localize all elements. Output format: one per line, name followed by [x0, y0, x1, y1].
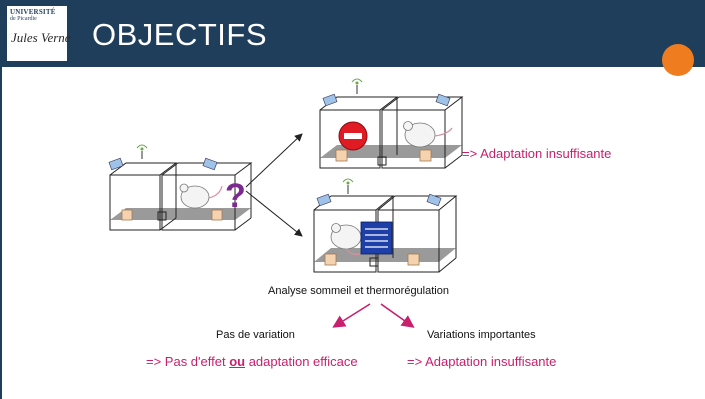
food-block — [407, 253, 420, 266]
university-logo: UNIVERSITÉ de Picardie Jules Verne — [7, 6, 71, 61]
antenna-icon — [351, 78, 363, 94]
cage-top-apparatus — [319, 78, 464, 169]
arrow-to-bottom — [245, 190, 303, 237]
food-block — [211, 209, 223, 221]
food-block — [419, 149, 432, 162]
food-block — [335, 149, 348, 162]
outcome-left-pre: => Pas d'effet — [146, 354, 230, 369]
outcome-left-em: ou — [229, 354, 246, 369]
left-rule — [0, 67, 2, 399]
arrow-pink-right — [380, 303, 415, 328]
tunnel-icon — [157, 211, 167, 221]
branch-right-label: Variations importantes — [427, 329, 536, 341]
antenna-icon — [136, 144, 148, 159]
arrow-to-top — [245, 133, 303, 188]
arrow-pink-left — [332, 303, 371, 328]
logo-line1: UNIVERSITÉ — [10, 8, 56, 16]
tunnel-icon — [377, 156, 387, 166]
outcome-left-post: adaptation efficace — [245, 354, 358, 369]
camera-icon — [322, 93, 451, 107]
question-mark: ? — [225, 177, 246, 215]
food-block — [121, 209, 133, 221]
cage-bottom-apparatus — [313, 178, 458, 273]
accent-dot — [662, 44, 694, 76]
outcome-left: => Pas d'effet ou adaptation efficace — [146, 354, 358, 369]
food-block — [324, 253, 337, 266]
analysis-label: Analyse sommeil et thermorégulation — [268, 285, 449, 297]
logo-line2: de Picardie — [10, 16, 37, 22]
header-bar: UNIVERSITÉ de Picardie Jules Verne OBJEC… — [0, 0, 705, 67]
camera-icon — [316, 193, 442, 207]
tunnel-icon — [369, 257, 379, 267]
result-top: => Adaptation insuffisante — [462, 146, 612, 161]
outcome-right: => Adaptation insuffisante — [407, 354, 557, 369]
antenna-icon — [342, 178, 354, 194]
thermal-panel-icon — [360, 221, 393, 255]
slide-title: OBJECTIFS — [92, 17, 268, 52]
rat-icon — [403, 121, 453, 148]
no-entry-icon — [338, 121, 368, 151]
logo-script: Jules Verne — [11, 30, 71, 45]
camera-icon — [108, 157, 218, 171]
branch-left-label: Pas de variation — [216, 329, 295, 341]
rat-icon — [179, 183, 223, 209]
cage-left-apparatus — [108, 144, 253, 231]
rat-icon — [330, 223, 362, 256]
